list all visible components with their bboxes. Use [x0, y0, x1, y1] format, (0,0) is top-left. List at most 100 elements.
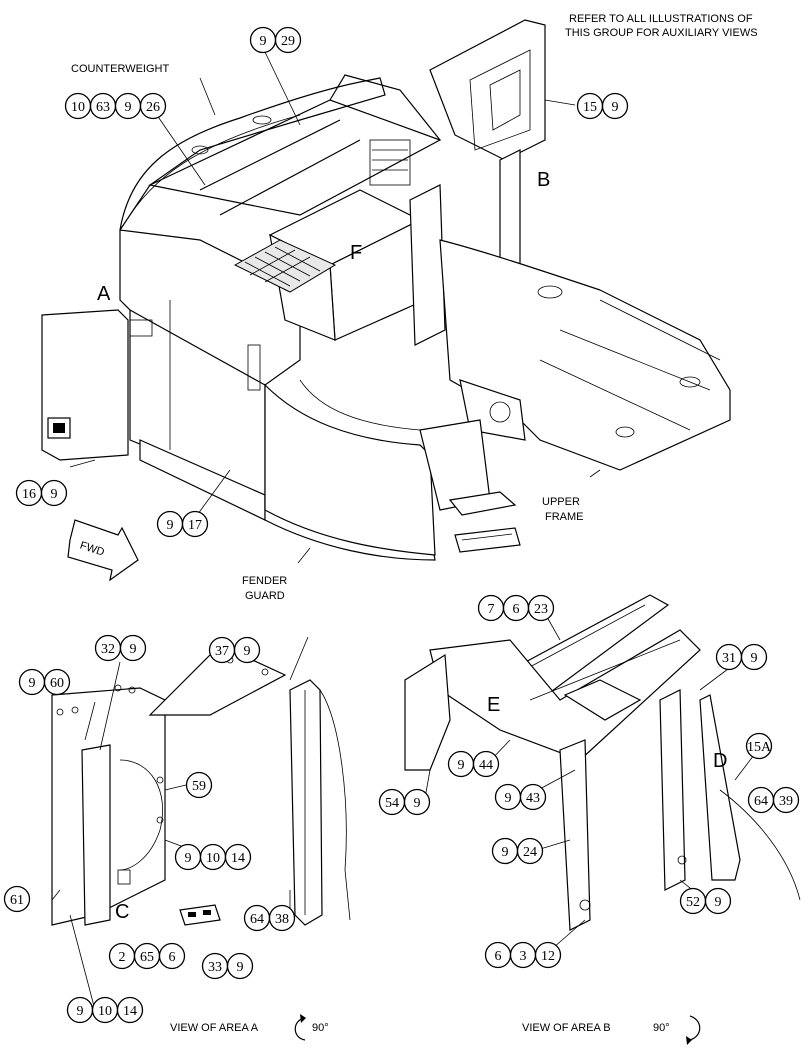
- view-area-a-drawing: [51, 644, 351, 926]
- callout-circle: [772, 786, 800, 814]
- callout-number: 64: [250, 912, 264, 927]
- callout-number: 14: [231, 851, 245, 866]
- fender-guard-label-1: FENDER: [242, 575, 287, 587]
- letter-a: A: [97, 283, 111, 305]
- rotate-arrow-icon-b: [689, 1015, 701, 1041]
- callout-number: 14: [123, 1004, 137, 1019]
- callout-circle: [740, 643, 768, 671]
- callout-number: 63: [96, 100, 110, 115]
- callout-group: 9 24: [491, 837, 544, 865]
- callout-circle: [43, 668, 71, 696]
- callout-number: 6: [495, 949, 502, 964]
- view-area-a-label: VIEW OF AREA A: [170, 1022, 259, 1034]
- rotate-arrowhead-icon: [300, 1014, 306, 1023]
- callout-circle: [139, 92, 167, 120]
- letter-b: B: [537, 169, 550, 191]
- note-line-2: THIS GROUP FOR AUXILIARY VIEWS: [565, 27, 758, 39]
- callout-circle: [181, 510, 209, 538]
- callout-circle: [226, 952, 254, 980]
- callout-group: 64 39: [747, 786, 800, 814]
- callout-number: 26: [146, 100, 160, 115]
- callout-number: 61: [10, 893, 24, 908]
- callout-number: 17: [188, 518, 202, 533]
- callout-number: 31: [722, 651, 736, 666]
- callout-circle: [224, 843, 252, 871]
- callout-number: 6: [513, 602, 520, 617]
- callout-circle: [519, 783, 547, 811]
- callout-number: 9: [185, 851, 192, 866]
- callout-number: 9: [29, 676, 36, 691]
- callout-circle: [745, 732, 773, 760]
- callout-number: 44: [479, 758, 493, 773]
- callout-number: 6: [169, 950, 176, 965]
- callout-number: 9: [237, 960, 244, 975]
- callout-group: 32 9: [94, 634, 147, 662]
- callout-number: 9: [715, 895, 722, 910]
- text-labels: REFER TO ALL ILLUSTRATIONS OF THIS GROUP…: [71, 13, 758, 1045]
- callout-group: 15 9: [576, 92, 629, 120]
- counterweight-label: COUNTERWEIGHT: [71, 63, 169, 75]
- callout-circle: [534, 941, 562, 969]
- callout-number: 16: [22, 487, 36, 502]
- callout-circle: [3, 885, 31, 913]
- callout-number: 9: [77, 1004, 84, 1019]
- callout-number: 23: [534, 602, 548, 617]
- callout-number: 9: [130, 642, 137, 657]
- callout-circle: [185, 771, 213, 799]
- letter-c: C: [115, 901, 129, 923]
- view-a-rotation-label: 90°: [312, 1022, 329, 1034]
- callout-number: 12: [541, 949, 555, 964]
- callout-number: 54: [385, 796, 399, 811]
- callout-number: 9: [414, 796, 421, 811]
- rotate-arrow-icon: [294, 1017, 306, 1041]
- callout-number: 32: [101, 642, 115, 657]
- callout-circle: [704, 887, 732, 915]
- callout-circle: [527, 594, 555, 622]
- callout-circle: [516, 837, 544, 865]
- callout-number: 24: [523, 845, 537, 860]
- callout-group: 2 65 6: [108, 942, 186, 970]
- callout-circle: [40, 479, 68, 507]
- callout-number: 60: [50, 676, 64, 691]
- callout-circle: [601, 92, 629, 120]
- view-letters: A B F C E D: [97, 169, 727, 923]
- callout-number: 15: [583, 100, 597, 115]
- callout-number: 38: [275, 912, 289, 927]
- callout-group: 7 6 23: [477, 594, 555, 622]
- fender-guard-label-2: GUARD: [245, 590, 285, 602]
- callout-number: 2: [119, 950, 126, 965]
- callout-circle: [274, 26, 302, 54]
- letter-d: D: [713, 750, 727, 772]
- callout-number: 15A: [747, 740, 772, 755]
- callout-number: 65: [140, 950, 154, 965]
- view-area-b-label: VIEW OF AREA B: [522, 1022, 611, 1034]
- letter-e: E: [487, 694, 500, 716]
- callout-circle: [472, 750, 500, 778]
- callout-number: 9: [505, 791, 512, 806]
- view-area-b-drawing: [404, 594, 801, 931]
- letter-f: F: [350, 242, 362, 264]
- callout-number: 7: [488, 602, 495, 617]
- callout-number: 9: [612, 100, 619, 115]
- callout-group: 54 9: [378, 788, 431, 816]
- callout-number: 43: [526, 791, 540, 806]
- callout-group: 64 38: [243, 904, 296, 932]
- rotate-arrowhead-icon-b: [686, 1036, 692, 1045]
- view-b-rotation-label: 90°: [653, 1022, 670, 1034]
- callout-number: 39: [779, 794, 793, 809]
- callout-number: 9: [458, 758, 465, 773]
- callout-number: 9: [244, 644, 251, 659]
- callout-group: 59: [185, 771, 213, 799]
- callout-number: 9: [502, 845, 509, 860]
- callout-circle: [119, 634, 147, 662]
- callout-number: 10: [71, 100, 85, 115]
- callout-number: 64: [754, 794, 768, 809]
